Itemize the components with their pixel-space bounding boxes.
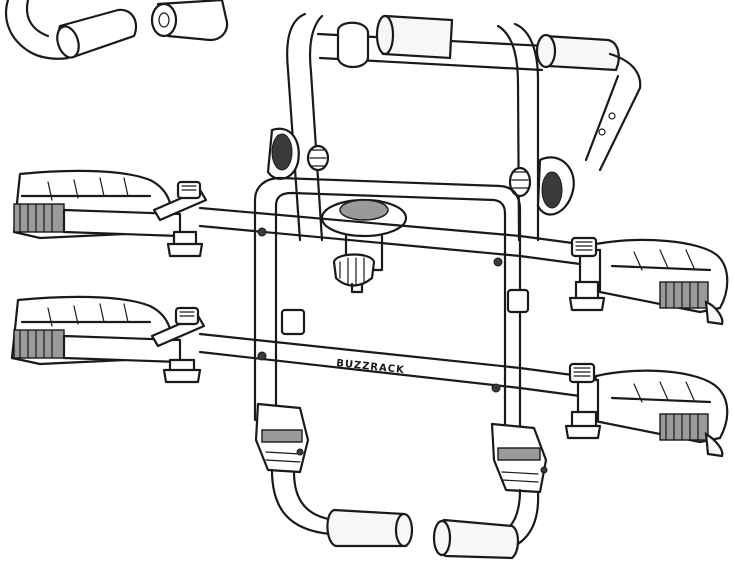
frame-bolt bbox=[493, 257, 503, 267]
frame-bolt bbox=[491, 383, 501, 393]
spare-padded-arm bbox=[4, 0, 138, 60]
upper-right-cradle bbox=[568, 236, 729, 326]
lower-right-cradle bbox=[564, 362, 729, 458]
upper-frame bbox=[266, 12, 642, 242]
top-bar-pad-right bbox=[543, 34, 620, 72]
upper-right-ratchet bbox=[570, 236, 598, 258]
lower-right-ratchet bbox=[568, 362, 596, 384]
top-collar bbox=[336, 21, 370, 69]
lower-legs bbox=[254, 402, 548, 560]
frame-bolt bbox=[257, 227, 267, 237]
spare-sleeve bbox=[150, 0, 229, 42]
lower-left-cradle bbox=[10, 295, 206, 384]
frame-bolt bbox=[257, 351, 267, 361]
loose-parts bbox=[4, 0, 229, 60]
upper-right-knob bbox=[508, 156, 575, 216]
center-hinge-assembly bbox=[320, 198, 408, 294]
upper-left-cradle bbox=[12, 169, 208, 258]
upper-left-knob bbox=[266, 127, 330, 180]
brand-label: BUZZRACK bbox=[336, 358, 406, 376]
